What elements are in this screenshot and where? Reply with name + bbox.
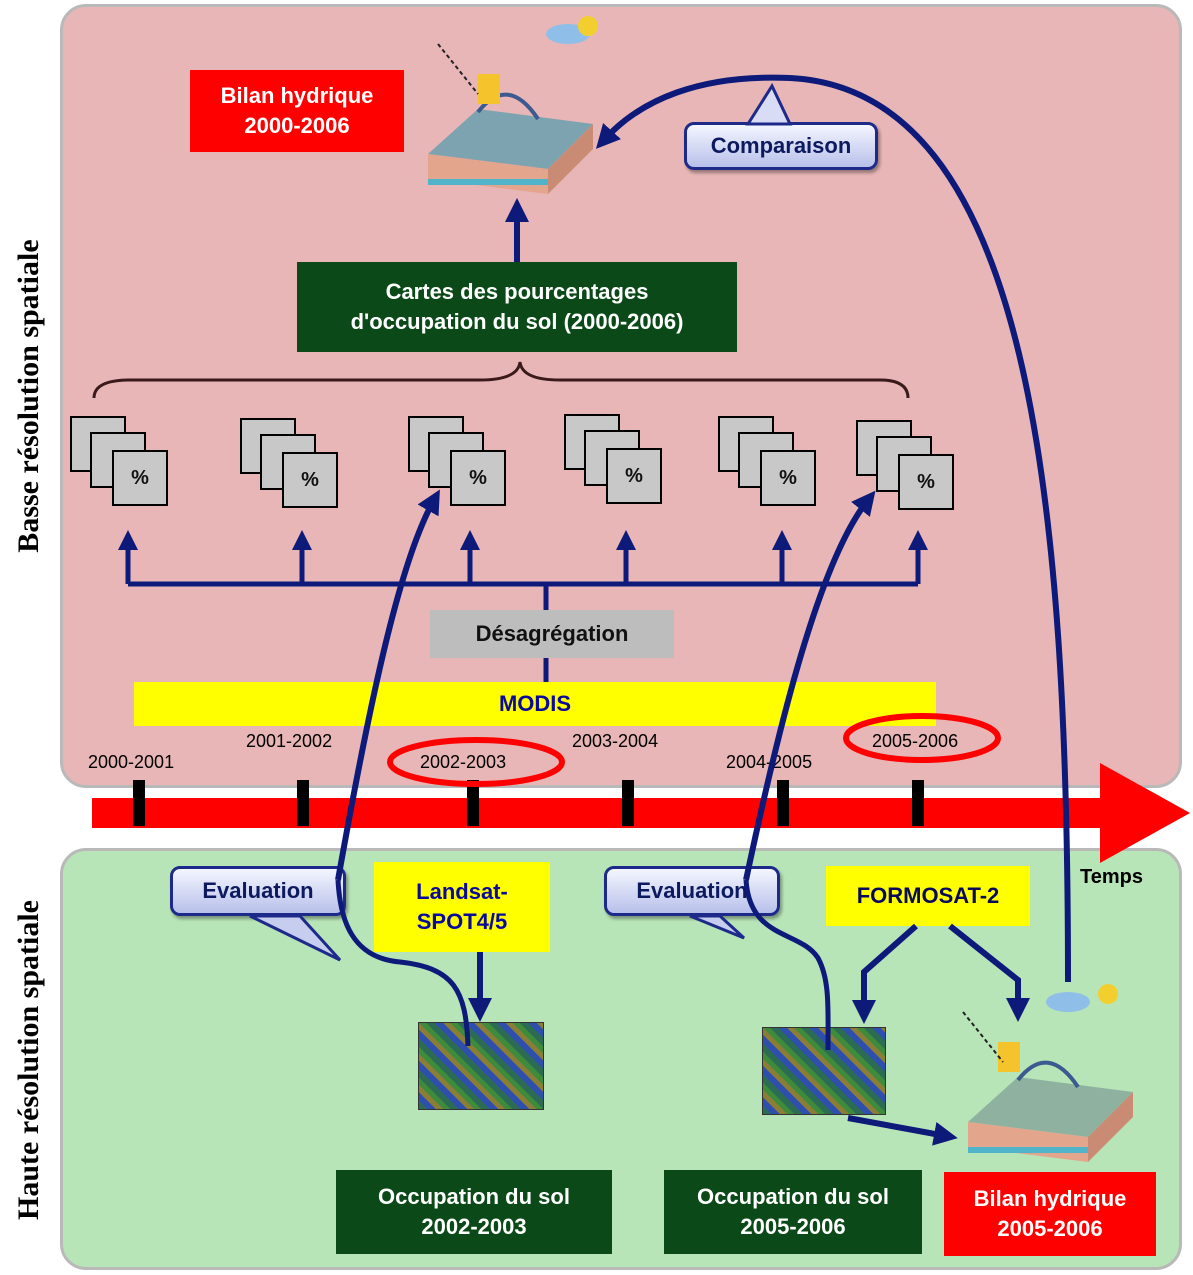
landsat-spot-box: Landsat- SPOT4/5 [374,862,550,952]
evaluation-callout: Evaluation [604,866,780,916]
water-balance-illustration-top [418,14,598,204]
highlight-ellipse-2002 [387,737,565,787]
modis-bar: MODIS [134,682,936,726]
percent-map-sheet: % [450,450,506,506]
timeline-axis-label: Temps [1080,866,1143,888]
curly-brace [92,361,910,399]
timeline-tick [467,780,479,826]
timeline-tick [777,780,789,826]
percent-map-sheet: % [112,450,168,506]
bilan-hydrique-top-box: Bilan hydrique 2000-2006 [190,70,404,152]
evaluation-callout: Evaluation [170,866,346,916]
percent-map-sheet: % [760,450,816,506]
highlight-ellipse-2005 [843,713,1001,763]
year-label: 2001-2002 [246,731,333,751]
occupation-sol-2005-box: Occupation du sol 2005-2006 [664,1170,922,1254]
timeline-tick [912,780,924,826]
water-balance-illustration-bottom [958,982,1138,1172]
evaluation-arrow-2002 [335,489,440,881]
cartes-box: Cartes des pourcentages d'occupation du … [297,262,737,352]
evaluation-callout-tail-2 [689,914,746,940]
desagregation-box: Désagrégation [430,610,674,658]
year-label: 2000-2001 [88,752,175,772]
arrow-formosat-to-image [852,923,918,1024]
percentage-map-stack: % [70,416,170,508]
timeline-tick [622,780,634,826]
timeline-arrowhead [1100,763,1190,863]
percent-map-sheet: % [606,448,662,504]
evaluation-link-2002 [335,879,471,1047]
comparaison-arrow [595,74,1071,983]
timeline-tick [133,780,145,826]
evaluation-callout-tail-1 [249,914,342,962]
landsat-image-thumbnail [418,1022,544,1110]
water-balance-diagram-icon [962,984,1133,1162]
year-label: 2005-2006 [872,731,959,751]
percentage-map-stack: % [408,416,508,508]
arrow-formosat-to-bilan [948,923,1030,1022]
percentage-map-stack: % [718,416,818,508]
percentage-map-stack: % [856,420,956,512]
percent-map-sheet: % [898,454,954,510]
water-balance-diagram-icon [428,16,598,194]
percentage-map-stack: % [564,414,664,506]
arrow-image-to-bilan [847,1115,958,1146]
year-label: 2003-2004 [572,731,659,751]
timeline-tick [297,780,309,826]
timeline-bar [92,798,1102,828]
comparaison-callout-tail [745,82,793,126]
percentage-map-stack: % [240,418,340,510]
evaluation-link-2005 [743,879,831,1051]
occupation-sol-2002-box: Occupation du sol 2002-2003 [336,1170,612,1254]
formosat-box: FORMOSAT-2 [826,866,1030,926]
evaluation-arrow-2005 [743,490,876,881]
percent-map-sheet: % [282,452,338,508]
year-label: 2002-2003 [420,752,507,772]
year-label: 2004-2005 [726,752,813,772]
formosat-image-thumbnail [762,1027,886,1115]
bilan-hydrique-bottom-box: Bilan hydrique 2005-2006 [944,1172,1156,1256]
